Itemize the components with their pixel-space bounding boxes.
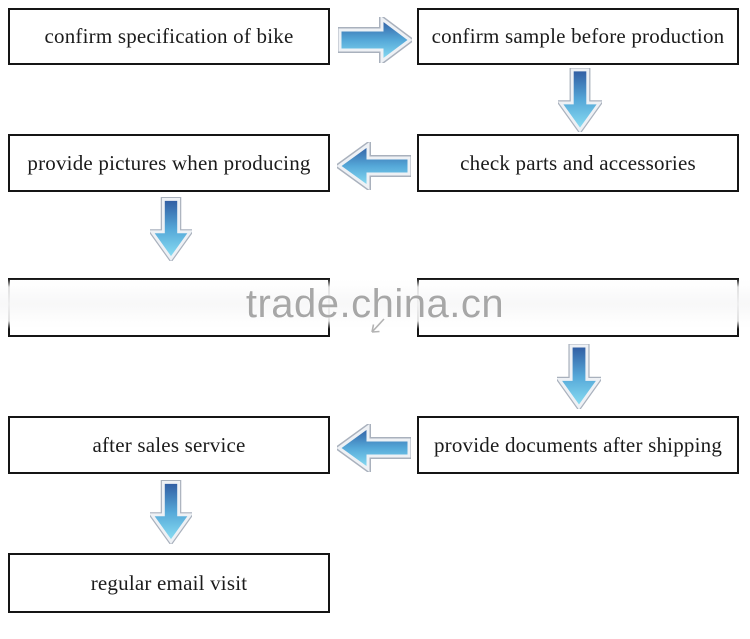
flow-box-confirm-sample: confirm sample before production bbox=[417, 8, 739, 65]
arrow-right-icon bbox=[338, 17, 412, 63]
flow-box-provide-pictures: provide pictures when producing bbox=[8, 134, 330, 192]
arrow-left-icon bbox=[337, 142, 411, 190]
flow-box-label: after sales service bbox=[92, 432, 246, 457]
flow-box-confirm-specification: confirm specification of bike bbox=[8, 8, 330, 65]
flow-box-regular-email: regular email visit bbox=[8, 553, 330, 613]
flow-box-label: provide pictures when producing bbox=[27, 150, 311, 175]
arrow-down-icon bbox=[557, 344, 601, 409]
watermark-text: trade.china.cn bbox=[245, 282, 505, 326]
flow-box-label: confirm specification of bike bbox=[44, 24, 294, 48]
watermark-band: trade.china.cn bbox=[0, 279, 750, 329]
flow-box-check-parts: check parts and accessories bbox=[417, 134, 739, 192]
flow-box-label: regular email visit bbox=[90, 570, 248, 595]
flow-box-provide-documents: provide documents after shipping bbox=[417, 416, 739, 474]
flow-box-label: check parts and accessories bbox=[460, 150, 696, 175]
arrow-down-icon bbox=[558, 68, 602, 132]
flow-box-after-sales: after sales service bbox=[8, 416, 330, 474]
flow-box-label: confirm sample before production bbox=[431, 24, 725, 48]
arrow-down-icon bbox=[150, 197, 192, 261]
watermark-cursor-icon bbox=[366, 317, 388, 337]
arrow-left-icon bbox=[337, 424, 411, 472]
arrow-down-icon bbox=[150, 480, 192, 544]
flow-box-label: provide documents after shipping bbox=[433, 432, 723, 457]
